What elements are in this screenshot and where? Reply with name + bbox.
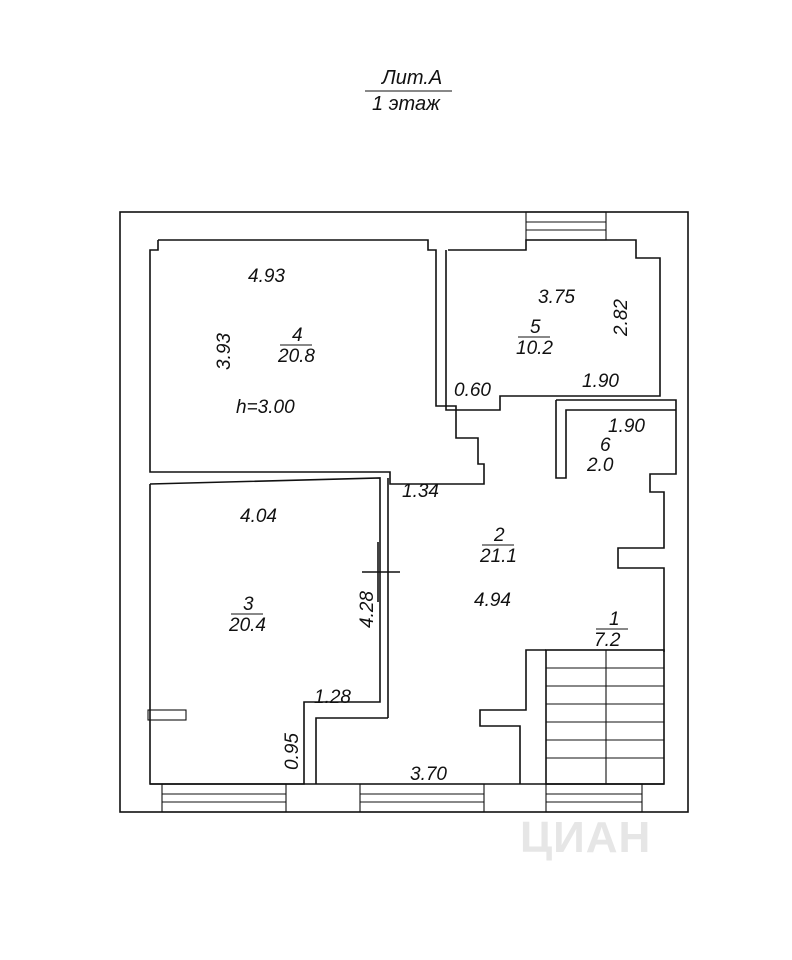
room-5-outline — [445, 239, 661, 411]
dim-r6-width: 1.90 — [608, 416, 645, 437]
watermark-logo: ЦИАН — [520, 813, 651, 862]
room-2-number: 2 — [493, 525, 505, 546]
window-bottom-middle — [359, 783, 485, 813]
dim-r3-width: 4.04 — [240, 506, 277, 527]
room-6-inner — [555, 400, 676, 479]
dim-step: 1.28 — [314, 687, 351, 708]
dim-door: 0.95 — [282, 733, 303, 770]
room-1-number: 1 — [609, 609, 620, 630]
dim-r4-width: 4.93 — [248, 266, 285, 287]
ceiling-height: h=3.00 — [236, 397, 295, 418]
title-line2: 1 этаж — [372, 93, 441, 115]
room-2-area: 21.1 — [479, 546, 517, 567]
partition-wall-lower — [315, 717, 388, 784]
room-1-area: 7.2 — [594, 630, 621, 651]
window-bottom-left — [161, 783, 287, 813]
room-5-number: 5 — [530, 317, 541, 338]
dim-r5-depth: 2.82 — [611, 299, 632, 337]
title-line1: Лит.А — [380, 67, 442, 89]
plan-title: Лит.А 1 этаж — [365, 67, 452, 115]
dim-r5-bottom: 1.90 — [582, 371, 619, 392]
dim-corridor: 1.34 — [402, 481, 439, 502]
room-5-area: 10.2 — [516, 338, 553, 359]
wall-stub — [147, 709, 187, 721]
room-6-outline — [556, 399, 677, 652]
window-bottom-right — [545, 783, 643, 813]
room-6-number: 6 — [600, 435, 611, 456]
dim-r4-depth: 3.93 — [214, 333, 235, 370]
room-4-outline — [149, 239, 485, 485]
room-6-area: 2.0 — [586, 455, 614, 476]
room-3-area: 20.4 — [228, 615, 266, 636]
dim-r3-depth: 4.28 — [357, 591, 378, 628]
door-marker — [362, 542, 400, 602]
dim-bottom: 3.70 — [410, 764, 447, 785]
dim-r2-width: 4.94 — [474, 590, 511, 611]
room-4-area: 20.8 — [277, 346, 315, 367]
room-2-lower-wall — [479, 649, 546, 784]
dim-niche: 0.60 — [454, 380, 491, 401]
staircase — [545, 649, 665, 785]
room-4-number: 4 — [292, 325, 303, 346]
window-top — [525, 211, 607, 241]
room-3-number: 3 — [243, 594, 254, 615]
dim-r5-width: 3.75 — [538, 287, 575, 308]
